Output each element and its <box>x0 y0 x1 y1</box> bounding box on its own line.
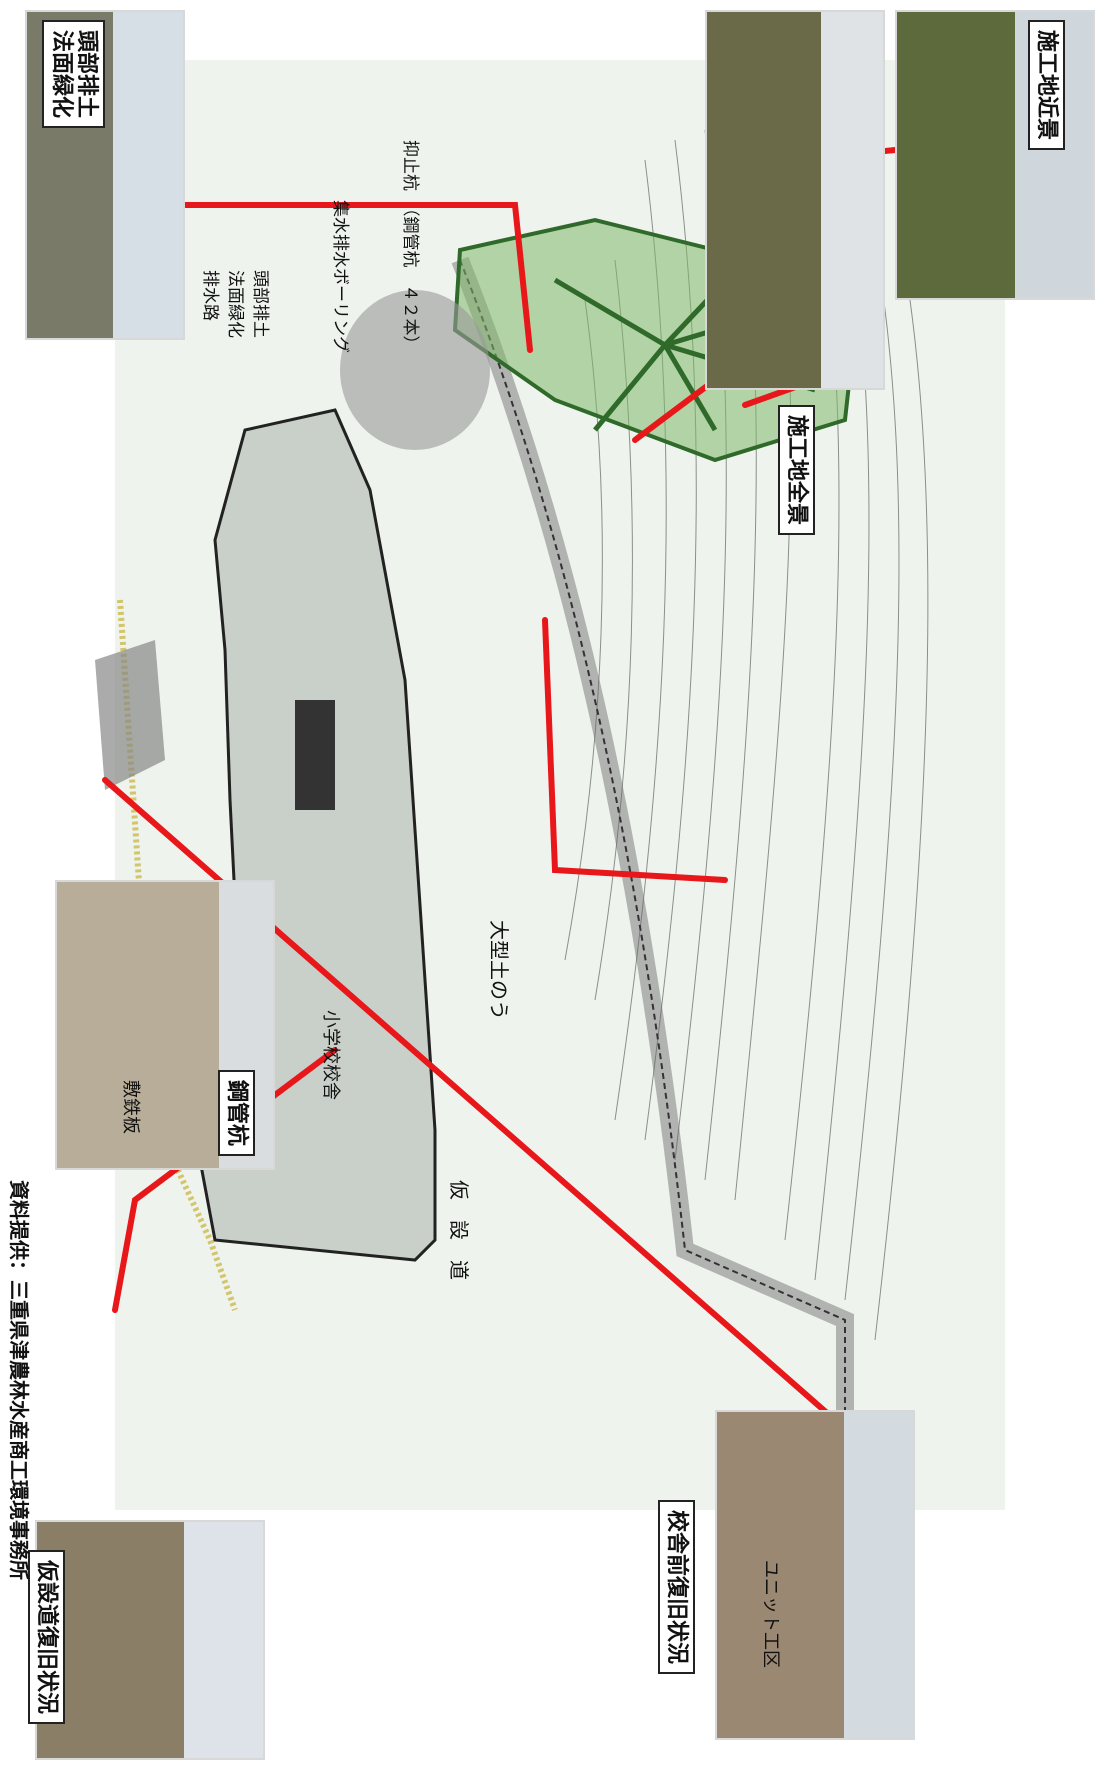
arrow-steel-pile <box>542 617 728 883</box>
label-school-front-restore: 校舎前復旧状況 <box>657 1500 695 1675</box>
photo-school-front <box>715 1410 915 1740</box>
mesh-zone <box>340 290 490 450</box>
source-credit: 資料提供：三重県津農林水産商工環境事務所 <box>7 1180 31 1580</box>
photo-temp-road <box>35 1520 265 1760</box>
steel-plate-zone <box>95 640 165 790</box>
label-site-overview: 施工地全景 <box>777 405 815 536</box>
map-label-head-works-note: 頭部排土 法面緑化 排水路 <box>200 270 270 338</box>
temp-road-centerline <box>459 259 846 1450</box>
photo-site-overview <box>705 10 885 390</box>
map-label-drain-boring: 集水排水ボーリング <box>330 200 350 353</box>
map-label-unit-works: ユニット工区 <box>760 1560 781 1668</box>
map-label-restraint-pile: 抑止杭 （鋼管杭 ４２本） <box>400 140 420 353</box>
label-site-closeup: 施工地近景 <box>1027 20 1065 151</box>
map-label-temp-road: 仮 設 道 <box>447 1180 471 1280</box>
photo-site-closeup <box>895 10 1095 300</box>
map-label-steel-plate: 敷鉄板 <box>120 1080 141 1134</box>
map-label-big-sandbag: 大型土のう <box>487 920 511 1020</box>
arrow-head-works <box>52 202 533 353</box>
building-wing <box>295 700 335 810</box>
contour-lines <box>564 119 929 1341</box>
label-head-works: 頭部排土 法面緑化 <box>42 20 105 129</box>
label-steel-pipe-pile: 鋼管杭 <box>217 1070 255 1157</box>
map-label-school-building: 小学校校舎 <box>320 1010 341 1100</box>
dotted-path <box>117 599 238 1312</box>
